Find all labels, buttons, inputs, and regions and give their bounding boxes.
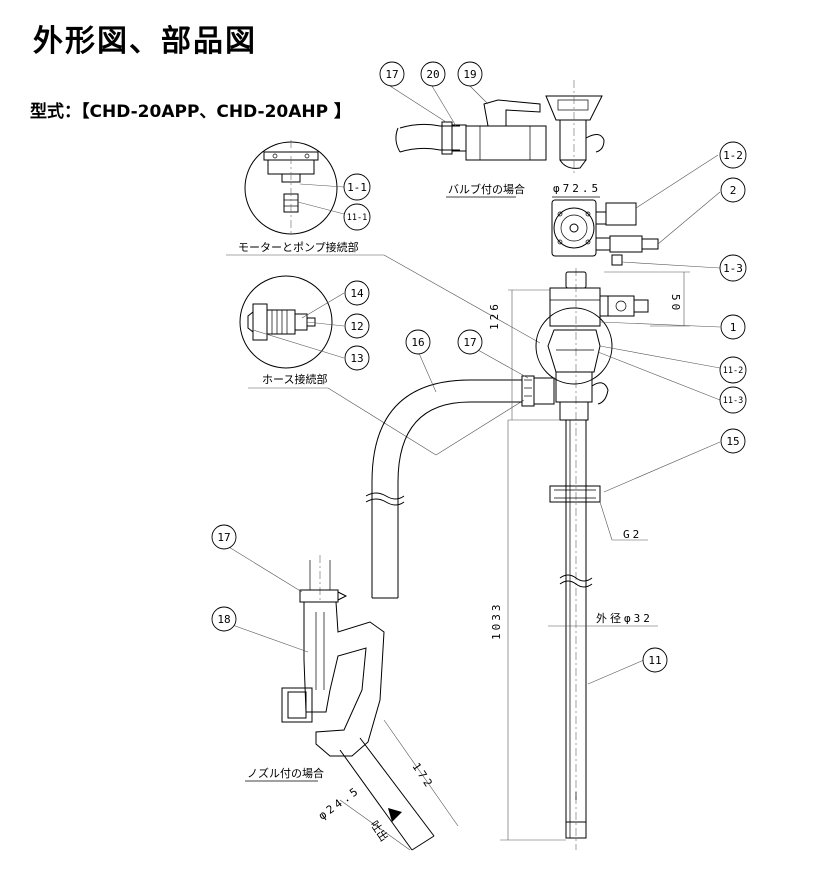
svg-text:15: 15 (726, 435, 739, 448)
svg-text:14: 14 (350, 287, 364, 300)
valve-case-label: バルブ付の場合 (448, 182, 525, 196)
svg-text:1-2: 1-2 (723, 149, 743, 162)
hose (365, 375, 555, 599)
dim-g2: G2 (623, 528, 642, 541)
svg-text:1-3: 1-3 (723, 262, 743, 275)
callout-11: 11 (642, 647, 668, 673)
callout-17-valve: 17 (379, 61, 405, 87)
page-title: 外形図、部品図 (33, 24, 257, 59)
svg-text:12: 12 (350, 320, 363, 333)
svg-text:11-3: 11-3 (723, 396, 743, 406)
callout-1-2: 1-2 (719, 141, 747, 169)
callout-17-hose: 17 (457, 329, 483, 355)
callout-19: 19 (457, 61, 483, 87)
svg-text:2: 2 (730, 184, 737, 197)
nozzle (281, 555, 435, 851)
dim-1033: 1033 (490, 602, 503, 641)
svg-text:18: 18 (217, 613, 230, 626)
svg-text:11-1: 11-1 (347, 213, 367, 223)
callout-13: 13 (344, 345, 370, 371)
svg-text:17: 17 (463, 336, 476, 349)
dim-phi72: φ72.5 (553, 182, 601, 195)
leader-lines (223, 85, 721, 685)
callout-14: 14 (344, 280, 370, 306)
nozzle-case-label: ノズル付の場合 (247, 766, 324, 780)
dim-phi24: φ24.5 (316, 784, 363, 823)
svg-text:16: 16 (411, 336, 424, 349)
callout-11-2: 11-2 (719, 356, 747, 384)
callout-16: 16 (405, 329, 431, 355)
callout-20: 20 (420, 61, 446, 87)
svg-text:17: 17 (217, 531, 230, 544)
dim-172: 172 (410, 760, 437, 791)
valve-assembly (395, 80, 605, 175)
detail-circle-hose (239, 275, 333, 369)
discharge-label: 吐出 (368, 818, 392, 844)
dim-126: 126 (488, 301, 501, 330)
svg-text:19: 19 (463, 68, 476, 81)
model-line: 型式：【CHD-20APP、CHD-20AHP 】 (30, 102, 352, 122)
motor-pump-label: モーターとポンプ接続部 (238, 240, 359, 254)
pump-body (535, 268, 649, 850)
motor-top-view: φ72.5 (551, 182, 659, 266)
svg-text:13: 13 (350, 352, 363, 365)
hose-conn-label: ホース接続部 (262, 372, 327, 386)
dim-outer32: 外径φ32 (596, 612, 653, 625)
callout-1-1: 1-1 (343, 173, 371, 201)
svg-text:11-2: 11-2 (723, 366, 743, 376)
callout-12: 12 (344, 313, 370, 339)
dim-50: 50 (669, 294, 682, 313)
detail-circle-motor (244, 140, 338, 236)
callout-11-1: 11-1 (343, 203, 371, 231)
svg-text:1-1: 1-1 (347, 181, 367, 194)
callout-1: 1 (720, 314, 746, 340)
callout-11-3: 11-3 (719, 386, 747, 414)
callout-18: 18 (211, 606, 237, 632)
discharge-arrow-icon (388, 808, 402, 822)
callout-1-3: 1-3 (719, 254, 747, 282)
svg-text:20: 20 (426, 68, 439, 81)
svg-text:17: 17 (385, 68, 398, 81)
dimension-lines (339, 271, 690, 851)
svg-text:1: 1 (730, 321, 737, 334)
svg-text:11: 11 (648, 654, 661, 667)
callout-2: 2 (720, 177, 746, 203)
callout-17-nozzle: 17 (211, 524, 237, 550)
callout-15: 15 (720, 428, 746, 454)
